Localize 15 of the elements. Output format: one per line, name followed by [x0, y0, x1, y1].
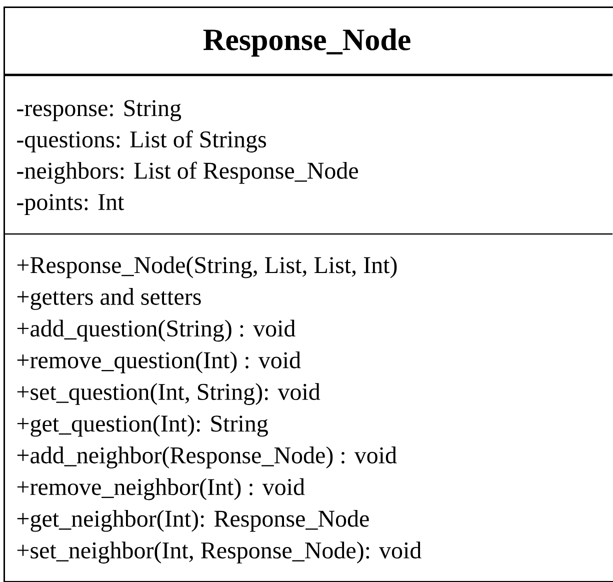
attribute-text: -response: String	[17, 100, 182, 122]
method-text: +add_neighbor(Response_Node) : void	[17, 446, 397, 468]
method-text: +Response_Node(String, List, List, Int)	[17, 256, 397, 278]
method-text: +set_neighbor(Int, Response_Node): void	[17, 542, 422, 564]
method-text: +get_neighbor(Int): Response_Node	[17, 510, 369, 532]
attribute-text: -questions: List of Strings	[17, 130, 266, 152]
method-text: +getters and setters	[17, 288, 201, 310]
method-text: +remove_question(Int) : void	[17, 351, 301, 374]
attribute-text: -neighbors: List of Response_Node	[17, 162, 358, 184]
method-text: +remove_neighbor(Int) : void	[17, 478, 305, 500]
class-name: Response_Node	[203, 28, 410, 57]
method-text: +set_question(Int, String): void	[17, 383, 320, 405]
method-text: +add_question(String) : void	[17, 320, 296, 342]
method-text: +get_question(Int): String	[17, 414, 268, 437]
attribute-text: -points: Int	[17, 194, 124, 216]
